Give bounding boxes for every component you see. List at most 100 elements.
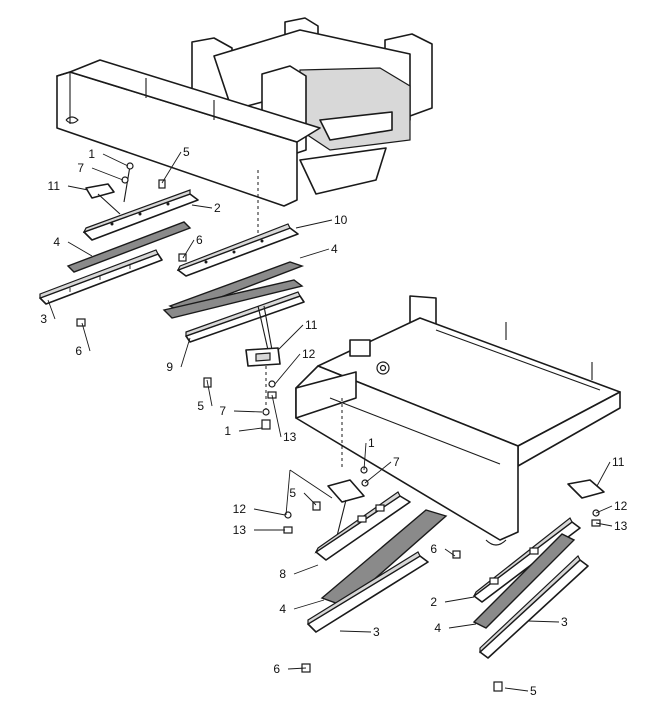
callout-number: 12	[233, 502, 247, 516]
screw-5-lower-left	[312, 501, 321, 511]
callout-8: 8	[279, 564, 319, 581]
callout-leader-line	[595, 505, 613, 514]
callout-number: 5	[530, 684, 537, 698]
callout-leader-line	[293, 599, 325, 610]
callout-1: 1	[88, 147, 129, 167]
callout-leader-line	[67, 241, 93, 257]
callout-6: 6	[273, 662, 307, 676]
callout-number: 13	[283, 430, 297, 444]
nut-6-center	[178, 253, 187, 262]
callout-leader-line	[504, 687, 529, 692]
callout-number: 4	[53, 235, 60, 249]
callout-6: 6	[182, 233, 203, 259]
nut-6-lower-right	[452, 550, 461, 559]
callout-number: 4	[331, 242, 338, 256]
callout-13: 13	[271, 394, 297, 444]
callout-leader-line	[180, 337, 191, 368]
callout-leader-line	[47, 299, 56, 320]
callout-number: 6	[196, 233, 203, 247]
callout-number: 5	[197, 399, 204, 413]
nut-13-lower-left	[283, 526, 293, 534]
callout-leader-line	[444, 548, 456, 557]
callout-leader-line	[295, 219, 333, 229]
callout-leader-line	[67, 185, 89, 191]
callout-1: 1	[224, 424, 263, 438]
pad-4-upper-left	[66, 221, 192, 273]
callout-7: 7	[364, 455, 400, 484]
lower-right-cushion-stack	[452, 479, 605, 692]
callout-leader-line	[233, 410, 263, 413]
callout-leader-line	[91, 167, 124, 181]
callout-1: 1	[363, 436, 375, 471]
callout-leader-line	[299, 248, 330, 259]
callout-4: 4	[53, 235, 93, 257]
callout-6: 6	[75, 322, 91, 358]
callout-number: 10	[334, 213, 348, 227]
callout-leader-line	[253, 508, 286, 516]
callout-number: 13	[614, 519, 628, 533]
callout-number: 6	[75, 344, 82, 358]
callout-number: 12	[614, 499, 628, 513]
callout-3: 3	[339, 625, 380, 639]
callout-number: 11	[612, 455, 625, 469]
callout-5: 5	[161, 145, 190, 184]
callout-number: 2	[214, 201, 221, 215]
callout-number: 6	[273, 662, 280, 676]
callout-leader-line	[287, 667, 307, 670]
callout-number: 3	[373, 625, 380, 639]
callout-leader-line	[527, 620, 560, 623]
callout-5: 5	[197, 379, 213, 413]
callout-leader-line	[274, 353, 301, 385]
upper-frame-end-hole	[65, 116, 79, 124]
callout-number: 4	[434, 621, 441, 635]
washer-12-center	[268, 380, 276, 388]
upper-left-cushion-stack	[39, 162, 199, 327]
long-bolt-center	[257, 305, 269, 351]
callout-6: 6	[430, 542, 456, 557]
callout-10: 10	[295, 213, 348, 229]
callout-4: 4	[299, 242, 338, 259]
pad-4-center-lower	[162, 279, 304, 319]
callout-leader-line	[444, 596, 475, 603]
callout-leader-line	[303, 492, 317, 506]
callout-number: 7	[219, 404, 226, 418]
callout-leader-line	[238, 427, 263, 432]
callout-11: 11	[277, 318, 318, 351]
upper-center-cushion-stack	[162, 170, 305, 430]
callout-2: 2	[191, 201, 221, 215]
upper-frame-assembly	[56, 17, 433, 207]
callout-number: 3	[40, 312, 47, 326]
callout-number: 8	[279, 567, 286, 581]
callout-4: 4	[434, 621, 477, 635]
callout-5: 5	[504, 684, 537, 698]
callout-number: 3	[561, 615, 568, 629]
bolt-1-center	[261, 419, 271, 430]
pad-4-lower-left	[320, 509, 448, 607]
callout-number: 11	[48, 179, 61, 193]
screw-5-upper-left	[158, 179, 166, 189]
callout-7: 7	[219, 404, 263, 418]
callout-leader-line	[293, 564, 319, 575]
lower-frame-hook-end	[485, 539, 507, 546]
callout-4: 4	[279, 599, 325, 616]
callout-leader-line	[595, 522, 613, 527]
callout-number: 2	[430, 595, 437, 609]
upper-frame-bottom-plate	[299, 147, 387, 195]
callout-12: 12	[595, 499, 628, 514]
callout-number: 9	[166, 360, 173, 374]
long-bolt-lower	[335, 499, 347, 541]
callout-number: 13	[233, 523, 247, 537]
callout-leader-line	[161, 151, 182, 184]
callout-number: 7	[77, 161, 84, 175]
bolt-1-upper-left	[123, 165, 131, 203]
callout-leader-line	[191, 204, 213, 209]
callout-leader-line	[81, 322, 91, 352]
callout-number: 4	[279, 602, 286, 616]
upper-frame-inner-box	[299, 67, 411, 151]
upper-frame-bracket	[319, 111, 393, 141]
callout-leader-line	[102, 153, 129, 167]
callout-leader-line	[364, 461, 392, 484]
lower-frame-end-panel	[295, 371, 357, 419]
bracket-11-lower-right	[567, 479, 605, 499]
pad-4-lower-right	[472, 533, 576, 629]
